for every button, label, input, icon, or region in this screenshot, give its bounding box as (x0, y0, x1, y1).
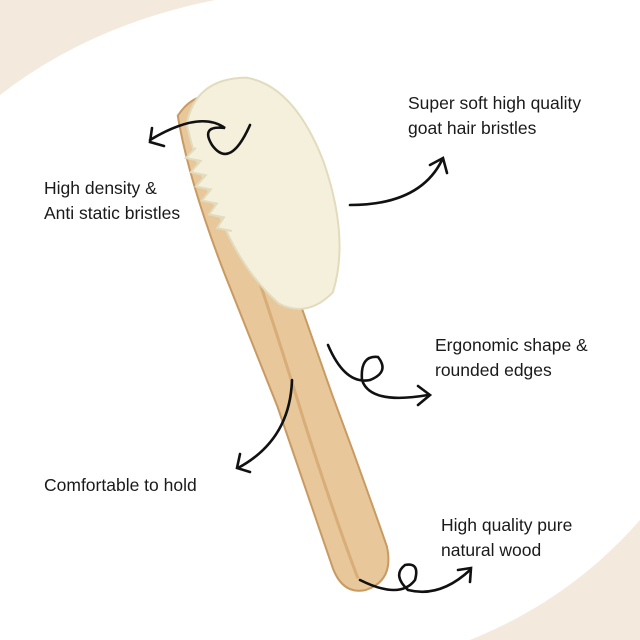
feature-text: Anti static bristles (44, 203, 181, 223)
background-swoosh-top (0, 0, 215, 95)
feature-text: goat hair bristles (408, 118, 537, 138)
arrow-comfort (236, 378, 294, 470)
feature-text: Comfortable to hold (44, 475, 197, 495)
arrow-density (148, 119, 252, 156)
feature-text: High quality pure (441, 515, 573, 535)
feature-text: natural wood (441, 540, 542, 560)
feature-label-wood: High quality pure natural wood (441, 513, 572, 563)
arrow-ergonomic (326, 343, 430, 400)
background-swoosh-bottom (470, 520, 640, 640)
feature-label-ergonomic: Ergonomic shape & rounded edges (435, 333, 588, 383)
feature-text: Super soft high quality (408, 93, 582, 113)
feature-text: High density & (44, 178, 157, 198)
arrow-bristles (348, 158, 444, 207)
feature-text: Ergonomic shape & (435, 335, 588, 355)
feature-label-density: High density & Anti static bristles (44, 176, 180, 226)
feature-text: rounded edges (435, 360, 552, 380)
feature-label-bristles: Super soft high quality goat hair bristl… (408, 91, 581, 141)
curly-arrows (148, 119, 473, 594)
feature-label-comfort: Comfortable to hold (44, 473, 197, 498)
arrow-wood (358, 563, 472, 594)
brush (176, 76, 390, 592)
